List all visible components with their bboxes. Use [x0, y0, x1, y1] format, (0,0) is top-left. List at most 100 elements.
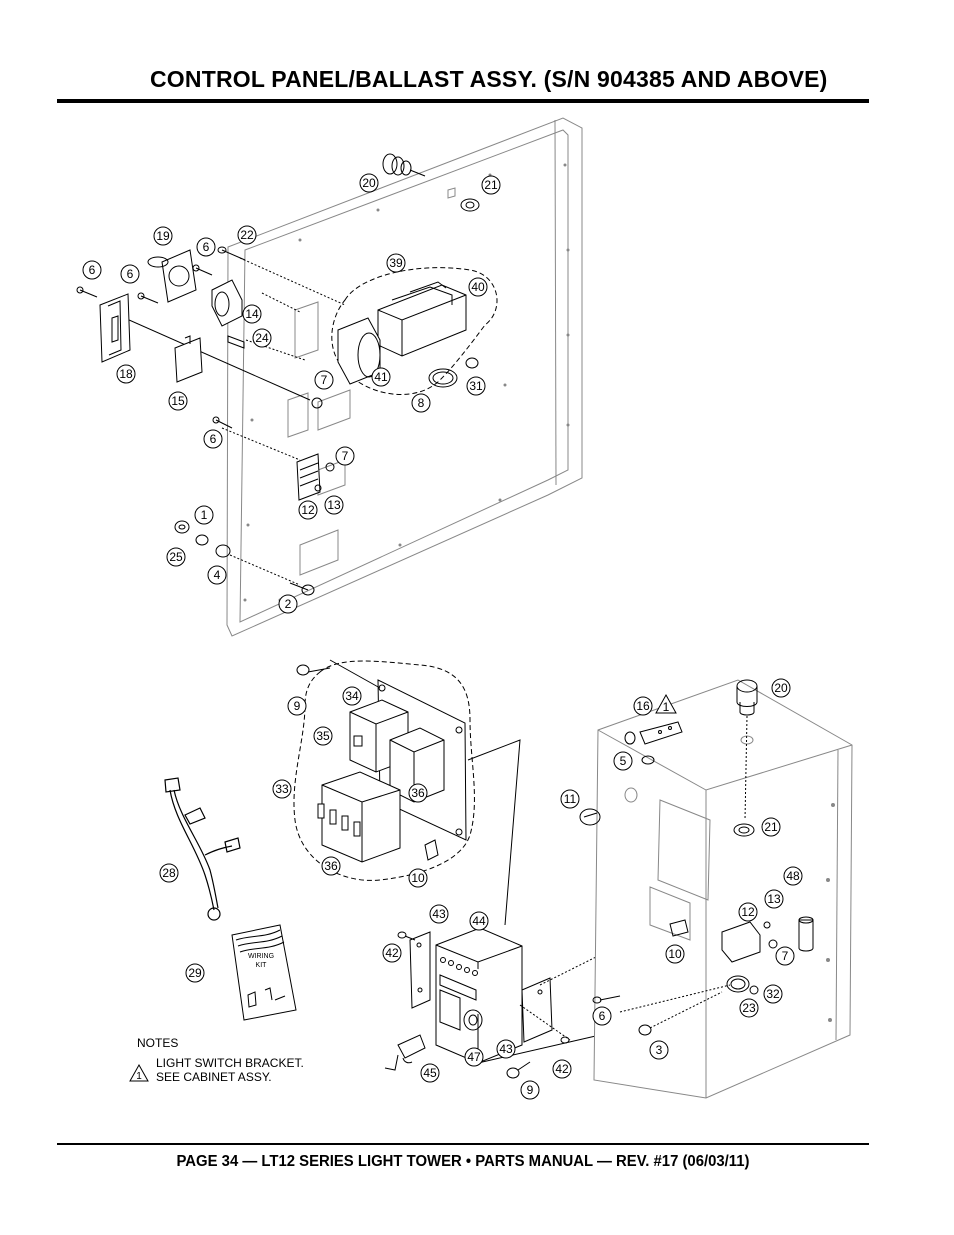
callout-number: 7 [342, 449, 349, 463]
control-box-44 [435, 927, 523, 1064]
callout-number: 34 [345, 689, 359, 703]
wiring-kit-line2: KIT [255, 962, 267, 969]
clamp-8 [428, 368, 458, 388]
callout-number: 3 [656, 1043, 663, 1057]
callout-3: 3 [649, 1040, 669, 1060]
relay-36-lower [317, 771, 401, 863]
callout-number: 32 [766, 987, 780, 1001]
capacitor-48 [798, 916, 814, 952]
terminal-block-12-lower [721, 921, 761, 963]
screw-6-b [137, 292, 159, 304]
callout-number: 18 [119, 367, 133, 381]
callout-number: 13 [767, 892, 781, 906]
callout-11: 11 [560, 789, 580, 809]
screw-2 [289, 582, 315, 596]
bracket-43-left [409, 931, 431, 1009]
callout-number: 21 [484, 178, 498, 192]
note-1: LIGHT SWITCH BRACKET. SEE CABINET ASSY. [156, 1056, 304, 1084]
callout-number: 10 [668, 947, 682, 961]
grommet-20-lower [736, 679, 758, 716]
callout-20: 20 [771, 678, 791, 698]
screw-9-lower [506, 1061, 531, 1079]
callout-8: 8 [411, 393, 431, 413]
grommet-20-upper [382, 153, 426, 177]
callout-41: 41 [371, 367, 391, 387]
leader-board-to-panel [467, 739, 521, 926]
wire-harness-28 [164, 777, 241, 921]
callout-48: 48 [783, 866, 803, 886]
callout-number: 6 [89, 263, 96, 277]
screw-42-upper [397, 931, 416, 941]
footer-rule [57, 1143, 869, 1145]
page-footer: PAGE 34 — LT12 SERIES LIGHT TOWER • PART… [176, 1153, 750, 1170]
callout-number: 36 [411, 786, 425, 800]
callout-13: 13 [764, 889, 784, 909]
nut-21-lower [733, 823, 755, 837]
switch-15 [174, 335, 203, 383]
callout-12: 12 [738, 902, 758, 922]
callout-39: 39 [386, 253, 406, 273]
callout-number: 36 [324, 859, 338, 873]
screw-13 [314, 484, 322, 492]
relay-group-outline [293, 660, 475, 881]
callout-number: 16 [636, 699, 650, 713]
nut-4 [215, 544, 231, 558]
wiring-kit-label: WIRING KIT [240, 952, 282, 970]
part-5 [641, 755, 655, 765]
screw-6-cabinet [592, 995, 621, 1004]
callout-6: 6 [120, 264, 140, 284]
callout-number: 2 [285, 597, 292, 611]
callout-7: 7 [775, 946, 795, 966]
callout-number: 45 [423, 1066, 437, 1080]
callout-15: 15 [168, 391, 188, 411]
cabinet-rivets [826, 803, 835, 1022]
callout-6: 6 [196, 237, 216, 257]
callout-number: 20 [774, 681, 788, 695]
callout-6: 6 [592, 1006, 612, 1026]
cabinet-leaders [619, 984, 731, 1029]
callout-number: 1 [663, 700, 670, 714]
callout-number: 40 [471, 280, 485, 294]
nut-32 [749, 985, 759, 995]
plug-11 [579, 808, 601, 826]
callout-29: 29 [185, 963, 205, 983]
callout-number: 6 [210, 432, 217, 446]
callout-number: 23 [742, 1001, 756, 1015]
callout-number: 10 [411, 871, 425, 885]
callout-number: 25 [169, 550, 183, 564]
clamp-23 [726, 975, 750, 993]
callout-number: 28 [162, 866, 176, 880]
assembly-leaders-upper [221, 257, 346, 586]
callout-44: 44 [469, 911, 489, 931]
callout-34: 34 [342, 686, 362, 706]
callout-number: 47 [467, 1050, 481, 1064]
leader-switch-18 [119, 315, 311, 401]
callout-9: 9 [520, 1080, 540, 1100]
leader-box-bottom [477, 1034, 601, 1064]
callout-number: 31 [469, 379, 483, 393]
callout-number: 11 [564, 792, 577, 806]
screw-3 [638, 1024, 652, 1036]
callout-4: 4 [207, 565, 227, 585]
callout-25: 25 [166, 547, 186, 567]
wiring-kit-bag-29 [231, 924, 297, 1021]
washer-25 [174, 520, 190, 534]
leader-34 [329, 659, 381, 689]
callout-number: 43 [499, 1042, 513, 1056]
cabinet-enclosure [593, 679, 853, 1099]
ballast-transformer-40 [377, 281, 467, 357]
terminal-block-12 [296, 453, 321, 501]
callout-5: 5 [613, 751, 633, 771]
callout-number: 42 [555, 1062, 569, 1076]
callout-number: 48 [786, 869, 800, 883]
page-title: CONTROL PANEL/BALLAST ASSY. (S/N 904385 … [150, 66, 828, 92]
callout-31: 31 [466, 376, 486, 396]
callout-24: 24 [252, 328, 272, 348]
callout-42: 42 [382, 943, 402, 963]
callout-43: 43 [496, 1039, 516, 1059]
callout-number: 4 [214, 568, 221, 582]
callout-36: 36 [408, 783, 428, 803]
screw-22 [217, 246, 246, 261]
callout-number: 6 [203, 240, 210, 254]
notes-heading: NOTES [137, 1036, 179, 1050]
